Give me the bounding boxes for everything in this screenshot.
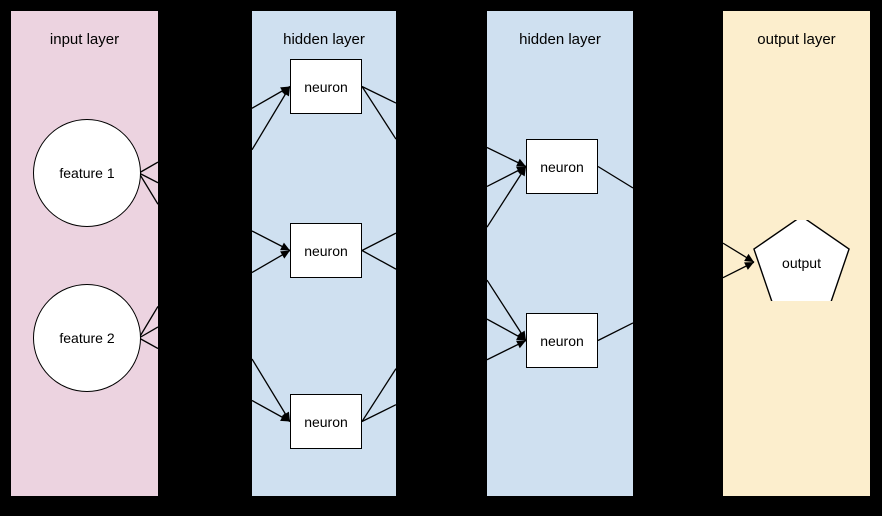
connection-line	[361, 404, 396, 423]
connection-arrowhead	[516, 340, 526, 349]
edges-input	[138, 161, 158, 350]
connection-line	[138, 161, 158, 174]
connection-line	[138, 326, 158, 339]
connection-line	[138, 172, 158, 184]
node-feature-1: feature 1	[33, 119, 141, 227]
pentagon-shape	[753, 215, 850, 303]
connection-line	[361, 232, 396, 252]
node-label-feature-2: feature 2	[59, 330, 115, 346]
node-label-feature-1: feature 1	[59, 165, 115, 181]
connection-arrowhead	[516, 158, 526, 167]
node-label-hidden2-neuron-1: neuron	[540, 158, 584, 175]
node-hidden1-neuron-1: neuron	[290, 59, 362, 114]
node-hidden1-neuron-2: neuron	[290, 223, 362, 278]
connection-line	[252, 86, 291, 151]
connection-line	[361, 85, 396, 104]
edges-output	[723, 242, 755, 279]
node-output-node: output	[750, 215, 853, 303]
connection-arrowhead	[744, 253, 754, 263]
connection-line	[361, 86, 396, 140]
node-hidden2-neuron-2: neuron	[526, 313, 598, 368]
node-label-hidden2-neuron-2: neuron	[540, 332, 584, 349]
connection-arrowhead	[744, 262, 754, 270]
edges-hidden-1	[252, 85, 396, 423]
node-hidden2-neuron-1: neuron	[526, 139, 598, 194]
connection-arrowhead	[516, 332, 526, 341]
node-feature-2: feature 2	[33, 284, 141, 392]
node-label-hidden1-neuron-3: neuron	[304, 413, 348, 430]
node-label-hidden1-neuron-1: neuron	[304, 78, 348, 95]
connection-arrowhead	[280, 250, 290, 259]
connection-arrowhead	[280, 413, 290, 422]
node-label-hidden1-neuron-2: neuron	[304, 242, 348, 259]
edges-hidden-2	[487, 146, 633, 361]
node-hidden1-neuron-3: neuron	[290, 394, 362, 449]
connection-line	[361, 368, 396, 422]
connection-line	[487, 279, 527, 341]
connection-arrowhead	[280, 242, 290, 251]
connection-line	[138, 337, 158, 350]
connection-line	[252, 358, 291, 422]
connection-line	[138, 306, 158, 339]
connection-line	[597, 165, 633, 189]
connection-line	[138, 172, 158, 205]
pentagon-outline	[753, 215, 850, 303]
connection-line	[361, 249, 396, 270]
connection-arrowhead	[517, 166, 526, 177]
connection-arrowhead	[281, 86, 290, 97]
connection-line	[597, 322, 633, 342]
connection-line	[487, 166, 527, 228]
